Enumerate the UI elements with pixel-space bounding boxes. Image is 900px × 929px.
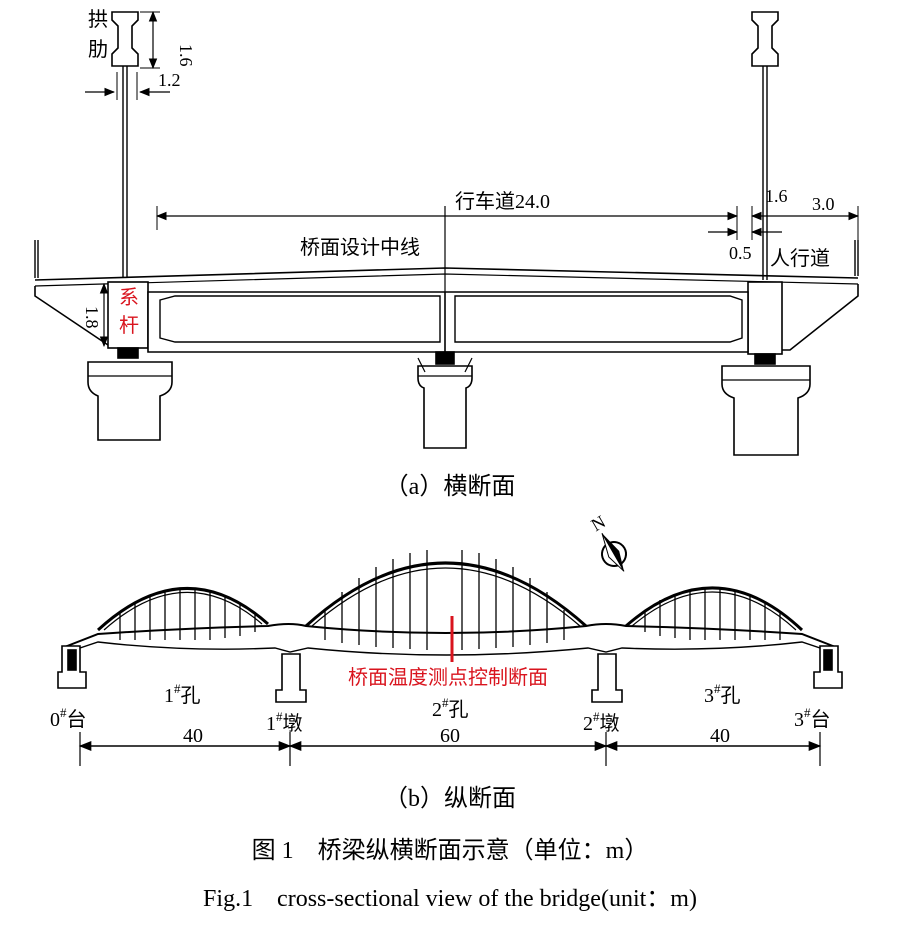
right-tie-beam — [747, 281, 783, 355]
label-centerline: 桥面设计中线 — [300, 236, 420, 259]
arch-span-2 — [304, 561, 587, 628]
center-pier — [417, 357, 473, 449]
pier-2 — [591, 653, 623, 703]
arch-span-1 — [96, 586, 269, 632]
label-span-3: 3#孔 — [704, 681, 741, 707]
label-dim-1-6: 1.6 — [765, 186, 788, 206]
cross-section-view — [34, 10, 860, 456]
main-girder — [147, 291, 749, 353]
pier-1 — [275, 653, 307, 703]
caption-longitudinal: （b）纵断面 — [384, 785, 516, 812]
label-len-1: 40 — [183, 725, 203, 747]
label-tie-beam-1: 系 — [119, 286, 139, 309]
label-carriageway: 行车道24.0 — [455, 190, 550, 213]
label-dim-rib-width: 1.2 — [158, 70, 181, 90]
right-pier — [721, 365, 811, 456]
hangers-span-1 — [119, 590, 256, 640]
label-pier-1: 1#墩 — [266, 709, 303, 735]
label-dim-0-5: 0.5 — [729, 243, 752, 263]
longitudinal-view — [57, 550, 843, 766]
label-pier-2: 2#墩 — [583, 709, 620, 735]
label-abutment-0: 0#台 — [50, 705, 87, 731]
left-pier — [87, 361, 173, 441]
label-dim-1-8: 1.8 — [82, 306, 102, 329]
deck-slab — [34, 267, 859, 281]
figure-caption-cn: 图 1 桥梁纵横断面示意（单位：m） — [252, 837, 649, 864]
label-arch-rib-2: 肋 — [88, 38, 108, 61]
left-arch-rib-section — [111, 11, 139, 67]
label-sidewalk: 人行道 — [770, 247, 830, 270]
label-dim-3-0: 3.0 — [812, 194, 835, 214]
deck-line — [61, 623, 839, 649]
arch-span-3 — [625, 586, 804, 632]
label-arch-rib: 拱 — [88, 8, 108, 31]
caption-cross-section: （a）横断面 — [385, 473, 516, 500]
right-arch-rib-section — [751, 11, 779, 67]
label-len-2: 60 — [440, 725, 460, 747]
label-tie-beam-2: 杆 — [119, 314, 139, 337]
label-dim-rib-height: 1.6 — [176, 44, 196, 67]
hangers-span-3 — [644, 589, 781, 640]
label-span-1: 1#孔 — [164, 681, 201, 707]
label-measure-section: 桥面温度测点控制断面 — [348, 666, 548, 689]
label-abutment-3: 3#台 — [794, 705, 831, 731]
hangers-span-2 — [324, 550, 565, 650]
north-arrow-icon — [601, 532, 627, 572]
label-len-3: 40 — [710, 725, 730, 747]
figure-caption-en: Fig.1 cross-sectional view of the bridge… — [203, 886, 697, 912]
label-span-2: 2#孔 — [432, 695, 469, 721]
label-north: N — [588, 511, 609, 535]
